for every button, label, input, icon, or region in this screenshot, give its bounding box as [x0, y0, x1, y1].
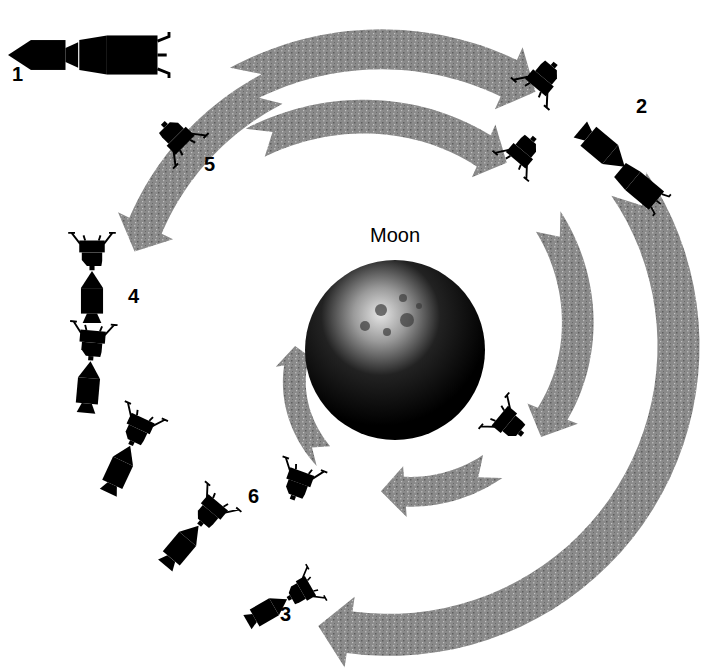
- docked-spacecraft: [87, 401, 168, 503]
- docked-spacecraft: [62, 321, 117, 415]
- moon-crater: [416, 303, 422, 309]
- moon-body: Moon: [300, 224, 490, 444]
- lm-spacecraft: [511, 47, 575, 110]
- docked-spacecraft: [237, 564, 327, 640]
- moon-sphere: [305, 260, 485, 440]
- callout-number: 3: [280, 604, 291, 624]
- moon-crater: [360, 321, 370, 331]
- stack-spacecraft: [8, 32, 169, 78]
- trajectory-band: [381, 455, 502, 517]
- trajectory-band: [118, 71, 283, 252]
- lm-spacecraft: [145, 105, 209, 169]
- moon-crater: [383, 328, 391, 336]
- lm-spacecraft: [270, 456, 328, 507]
- lm-spacecraft: [492, 122, 553, 181]
- trajectory-band: [230, 29, 535, 109]
- moon-crater: [399, 294, 407, 302]
- lm-spacecraft: [479, 392, 538, 453]
- callout-number: 4: [128, 286, 139, 306]
- trajectory-band: [246, 100, 507, 177]
- callout-number: 1: [12, 64, 23, 84]
- callout-number: 5: [204, 154, 215, 174]
- callout-number: 6: [248, 486, 259, 506]
- sivb-spacecraft: [611, 159, 671, 216]
- callout-number: 2: [636, 96, 647, 116]
- docked-spacecraft: [147, 481, 241, 581]
- docked-spacecraft: [68, 233, 116, 323]
- trajectory-band: [527, 211, 593, 437]
- moon-crater: [375, 304, 387, 316]
- moon-disc: [300, 224, 490, 444]
- moon-crater: [400, 313, 414, 327]
- moon-label: Moon: [300, 224, 490, 246]
